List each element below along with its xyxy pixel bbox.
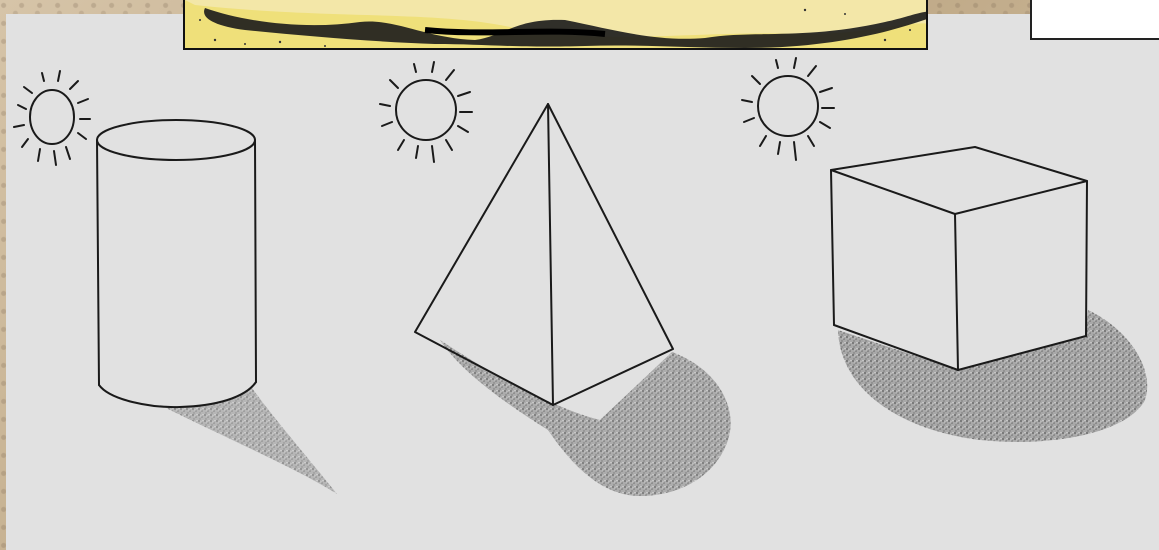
cube-cast-shadow [838, 310, 1147, 442]
cylinder-figure [97, 120, 256, 407]
pyramid-cast-shadow [440, 340, 731, 496]
pyramid-figure [415, 104, 673, 405]
sun-icon [14, 71, 90, 165]
cube-figure [831, 147, 1087, 370]
cylinder-cast-shadow [160, 388, 337, 494]
sun-icon [380, 62, 472, 162]
sun-icon [742, 58, 834, 160]
